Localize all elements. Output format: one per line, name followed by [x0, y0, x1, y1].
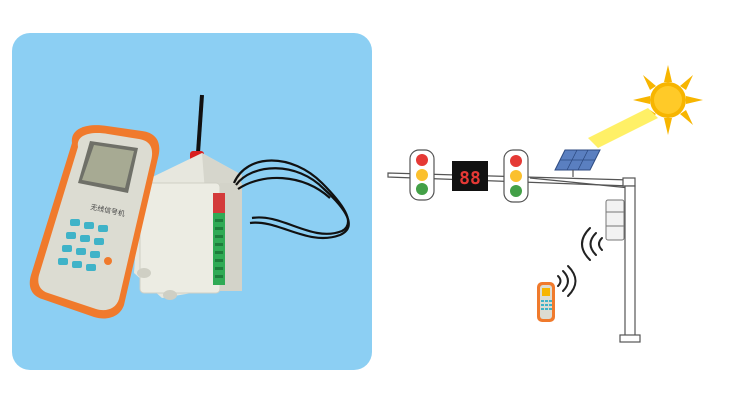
cable-icon	[232, 159, 350, 240]
traffic-light-icon	[503, 149, 529, 203]
solar-panel-icon	[554, 149, 601, 177]
countdown-display-icon: 88	[452, 161, 488, 191]
product-photo-illustration: 无线信号机	[29, 94, 350, 319]
sun-beam	[588, 108, 658, 148]
traffic-signal-scene: 88	[380, 30, 740, 375]
countdown-digits: 88	[459, 168, 481, 189]
traffic-light-icon	[409, 149, 435, 201]
scene-illustration: 88	[387, 65, 703, 343]
signal-pole	[619, 177, 641, 343]
product-photo-panel: 无线信号机	[12, 33, 372, 370]
handheld-remote-icon: 无线信号机	[29, 125, 160, 319]
wifi-signal-icon	[581, 227, 603, 261]
handheld-remote-icon	[537, 282, 555, 322]
receiver-box-icon	[134, 94, 242, 300]
wifi-signal-icon	[557, 265, 577, 297]
controller-cabinet-icon	[605, 199, 625, 241]
